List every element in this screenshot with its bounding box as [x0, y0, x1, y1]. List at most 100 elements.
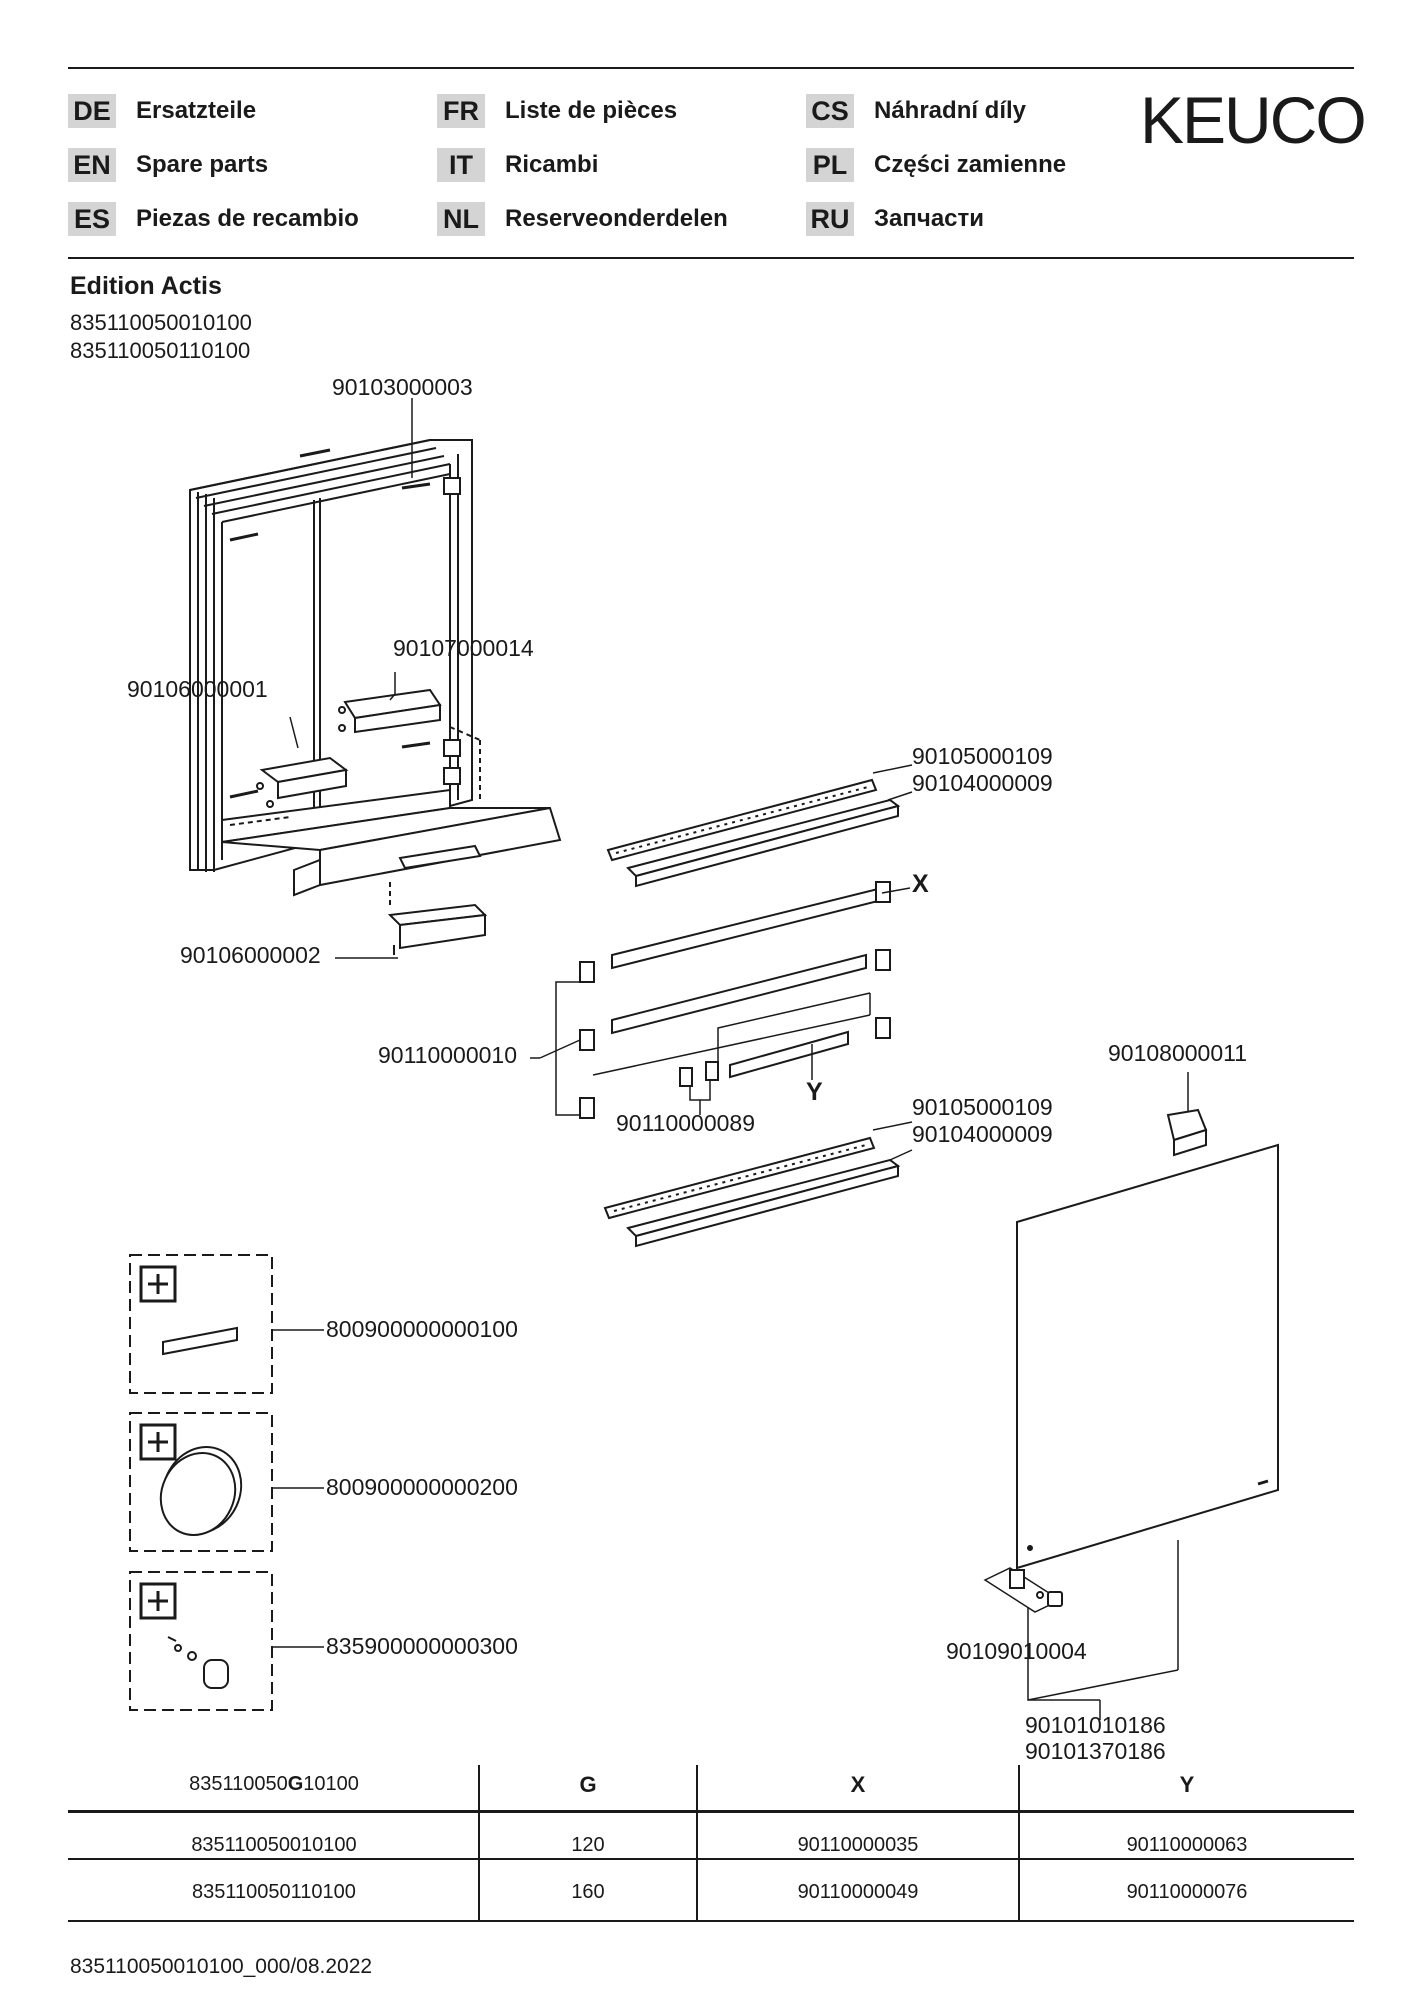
part-label-led-bottom: 90105000109	[912, 1094, 1053, 1120]
table-col-divider	[696, 1765, 698, 1920]
table-header-g: G	[579, 1772, 597, 1797]
lang-fr: FR Liste de pièces	[437, 92, 677, 130]
table-col-divider	[478, 1765, 480, 1920]
table-cell: 90110000076	[1126, 1881, 1248, 1903]
part-label-profile-bottom: 90104000009	[912, 1121, 1053, 1147]
mirror-door	[1016, 1143, 1279, 1570]
article-number: 835110050010100	[70, 310, 252, 335]
part-label-sensor: 90106000002	[180, 942, 321, 968]
table-header-y: Y	[1179, 1772, 1195, 1797]
table-col-divider	[1018, 1765, 1020, 1920]
plus-box-icon	[139, 1265, 177, 1303]
document-code: 835110050010100_000/08.2022	[70, 1955, 373, 1978]
lang-code: EN	[68, 148, 116, 182]
table-header-rule	[68, 1810, 1354, 1813]
accessory-box-3	[129, 1571, 273, 1711]
table-bottom-rule	[68, 1920, 1354, 1922]
lang-name: Запчасти	[874, 205, 985, 232]
screw-set	[229, 482, 431, 799]
header-bottom-rule	[68, 257, 1354, 259]
accessory-box-2	[129, 1412, 273, 1552]
part-label-shelf-holder: 90110000010	[378, 1042, 517, 1068]
plus-box-icon	[139, 1582, 177, 1620]
part-label-accessory-1: 800900000000100	[326, 1316, 518, 1342]
cabinet-frame	[189, 439, 473, 872]
accessory-2-mirror	[159, 1446, 243, 1536]
part-label-led-top: 90105000109	[912, 743, 1053, 769]
lang-name: Náhradní díly	[874, 97, 1027, 124]
header-top-rule	[68, 67, 1354, 69]
lang-ru: RU Запчасти	[806, 200, 984, 238]
lang-code: PL	[806, 148, 854, 182]
header-suffix: 10100	[303, 1773, 359, 1795]
part-label-door-a: 90101010186	[1025, 1712, 1166, 1738]
plus-box-icon	[139, 1423, 177, 1461]
lang-code: ES	[68, 202, 116, 236]
part-label-frame-screws: 90103000003	[332, 374, 473, 400]
part-label-driver-left: 90106000001	[127, 676, 268, 702]
lang-name: Ersatzteile	[136, 97, 257, 124]
hinge	[983, 1567, 1063, 1613]
part-label-accessory-3: 835900000000300	[326, 1633, 518, 1659]
table-header-x: X	[850, 1772, 866, 1797]
table-cell: 835110050010100	[191, 1834, 357, 1856]
table-cell: 160	[571, 1881, 605, 1903]
table-cell: 835110050110100	[192, 1881, 356, 1903]
leader-lines	[289, 398, 1189, 1720]
shelf-1	[611, 886, 883, 970]
lang-name: Reserveonderdelen	[505, 205, 728, 232]
profile-top	[626, 798, 901, 888]
article-number: 835110050110100	[70, 338, 251, 363]
table-row-rule	[68, 1858, 1354, 1860]
part-label-accessory-2: 800900000000200	[326, 1474, 518, 1500]
lang-name: Ricambi	[505, 151, 599, 178]
lang-name: Spare parts	[136, 151, 269, 178]
accessory-box-1	[129, 1254, 273, 1394]
lang-it: IT Ricambi	[437, 146, 598, 184]
table-header-article: 835110050G10100	[70, 1773, 478, 1796]
lang-name: Liste de pièces	[505, 97, 678, 124]
lang-pl: PL Części zamienne	[806, 146, 1066, 184]
part-label-hinge: 90109010004	[946, 1638, 1087, 1664]
profile-bottom	[626, 1158, 901, 1248]
led-strip-bottom	[603, 1136, 876, 1220]
lang-code: FR	[437, 94, 485, 128]
sensor-module	[387, 903, 488, 955]
driver-left	[256, 756, 349, 808]
door-clip	[1166, 1108, 1208, 1157]
part-label-driver-top: 90107000014	[393, 635, 534, 661]
accessory-3-knob	[167, 1636, 229, 1689]
lang-code: RU	[806, 202, 854, 236]
table-cell: 90110000035	[797, 1834, 919, 1856]
lang-code: CS	[806, 94, 854, 128]
part-label-shelf-holder-small: 90110000089	[616, 1110, 755, 1136]
accessory-1-bar	[162, 1326, 238, 1356]
part-label-door-b: 90101370186	[1025, 1738, 1166, 1764]
driver-top	[338, 688, 442, 734]
accessory-leaders	[272, 1329, 324, 1648]
part-label-door-clip: 90108000011	[1108, 1040, 1247, 1066]
lang-nl: NL Reserveonderdelen	[437, 200, 728, 238]
lang-name: Piezas de recambio	[136, 205, 359, 232]
header-variable: G	[287, 1773, 304, 1795]
lang-code: IT	[437, 148, 485, 182]
lang-es: ES Piezas de recambio	[68, 200, 359, 238]
brand-logo: KEUCO	[1140, 83, 1367, 157]
table-cell: 90110000049	[797, 1881, 919, 1903]
bottom-tray	[221, 726, 562, 906]
marker-y: Y	[806, 1078, 823, 1106]
lang-code: DE	[68, 94, 116, 128]
shelf-2	[611, 953, 867, 1035]
header-prefix: 835110050	[189, 1773, 288, 1795]
led-strip-top	[606, 778, 878, 862]
lang-cs: CS Náhradní díly	[806, 92, 1026, 130]
lang-en: EN Spare parts	[68, 146, 268, 184]
shelf-holders	[579, 881, 891, 1119]
table-cell: 120	[571, 1834, 605, 1856]
marker-x: X	[912, 870, 929, 898]
brackets	[443, 477, 461, 785]
lang-de: DE Ersatzteile	[68, 92, 256, 130]
lang-name: Części zamienne	[874, 151, 1067, 178]
product-title: Edition Actis	[70, 272, 222, 300]
